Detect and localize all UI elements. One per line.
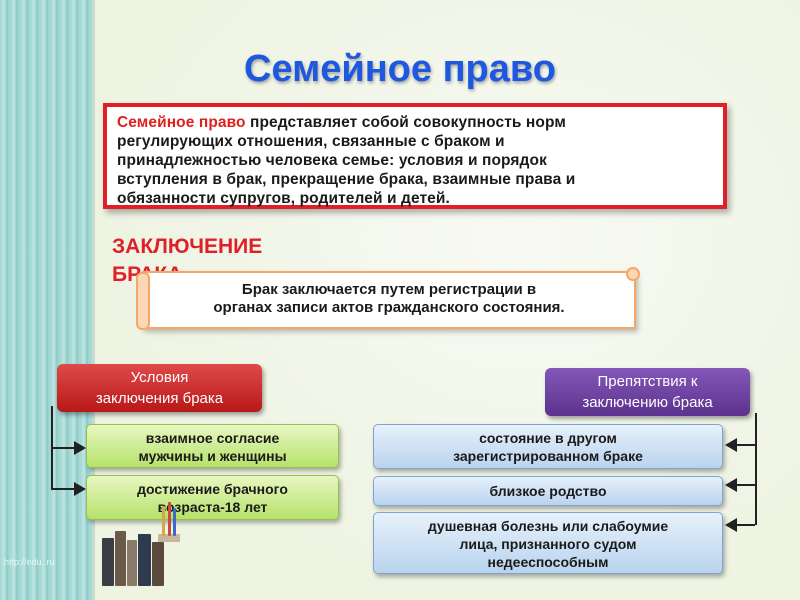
obstacle-item-line-1: близкое родство	[489, 483, 607, 499]
watermark: http://edu..ru	[4, 557, 55, 567]
obstacle-item: близкое родство	[373, 476, 723, 506]
arrow-right-icon	[51, 441, 86, 455]
registration-text: Брак заключается путем регистрации в орг…	[154, 281, 624, 317]
slide-title: Семейное право	[244, 48, 556, 90]
condition-item-line-2: возраста-18 лет	[157, 499, 268, 515]
definition-line-3: принадлежностью человека семье: условия …	[117, 152, 547, 169]
obstacle-item-line-3: недееспособным	[487, 554, 609, 570]
condition-item-line-2: мужчины и женщины	[138, 448, 287, 464]
registration-line-2: органах записи актов гражданского состоя…	[213, 299, 565, 316]
books-illustration	[100, 502, 180, 586]
arrow-left-icon	[725, 518, 755, 532]
definition-line-1: представляет собой совокупность норм	[245, 114, 566, 131]
registration-scroll: Брак заключается путем регистрации в орг…	[136, 267, 640, 330]
obstacle-item-line-2: зарегистрированном браке	[453, 448, 643, 464]
arrow-left-icon	[725, 438, 755, 452]
condition-item-line-1: достижение брачного	[137, 481, 288, 497]
conditions-header: Условия заключения брака	[57, 364, 262, 412]
condition-item: достижение брачного возраста-18 лет	[86, 475, 339, 520]
definition-box: Семейное право представляет собой совоку…	[103, 103, 727, 209]
decorative-left-strip	[0, 0, 95, 600]
definition-line-4: вступления в брак, прекращение брака, вз…	[117, 171, 576, 188]
arrow-left-icon	[725, 478, 755, 492]
definition-term: Семейное право	[117, 114, 246, 131]
obstacles-header: Препятствия к заключению брака	[545, 368, 750, 416]
definition-line-5: обязанности супругов, родителей и детей.	[117, 190, 450, 207]
conditions-header-line-1: Условия	[130, 369, 189, 386]
obstacle-item: состояние в другом зарегистрированном бр…	[373, 424, 723, 469]
definition-line-2: регулирующих отношения, связанные с брак…	[117, 133, 505, 150]
condition-item: взаимное согласие мужчины и женщины	[86, 424, 339, 468]
obstacles-header-line-1: Препятствия к	[597, 373, 698, 390]
definition-text: Семейное право представляет собой совоку…	[117, 113, 713, 208]
obstacle-item-line-2: лица, признанного судом	[459, 536, 637, 552]
conditions-header-line-2: заключения брака	[95, 390, 224, 407]
obstacles-header-line-2: заключению брака	[582, 394, 713, 411]
obstacle-item-line-1: состояние в другом	[479, 430, 617, 446]
obstacle-item: душевная болезнь или слабоумие лица, при…	[373, 512, 723, 574]
registration-line-1: Брак заключается путем регистрации в	[241, 281, 537, 298]
obstacles-bracket	[747, 413, 757, 525]
condition-item-line-1: взаимное согласие	[145, 430, 280, 446]
section-heading-line-1: ЗАКЛЮЧЕНИЕ	[112, 235, 263, 258]
strip-divider	[92, 0, 95, 600]
arrow-right-icon	[51, 482, 86, 496]
obstacle-item-line-1: душевная болезнь или слабоумие	[427, 518, 669, 534]
scroll-curl-icon	[626, 267, 640, 281]
